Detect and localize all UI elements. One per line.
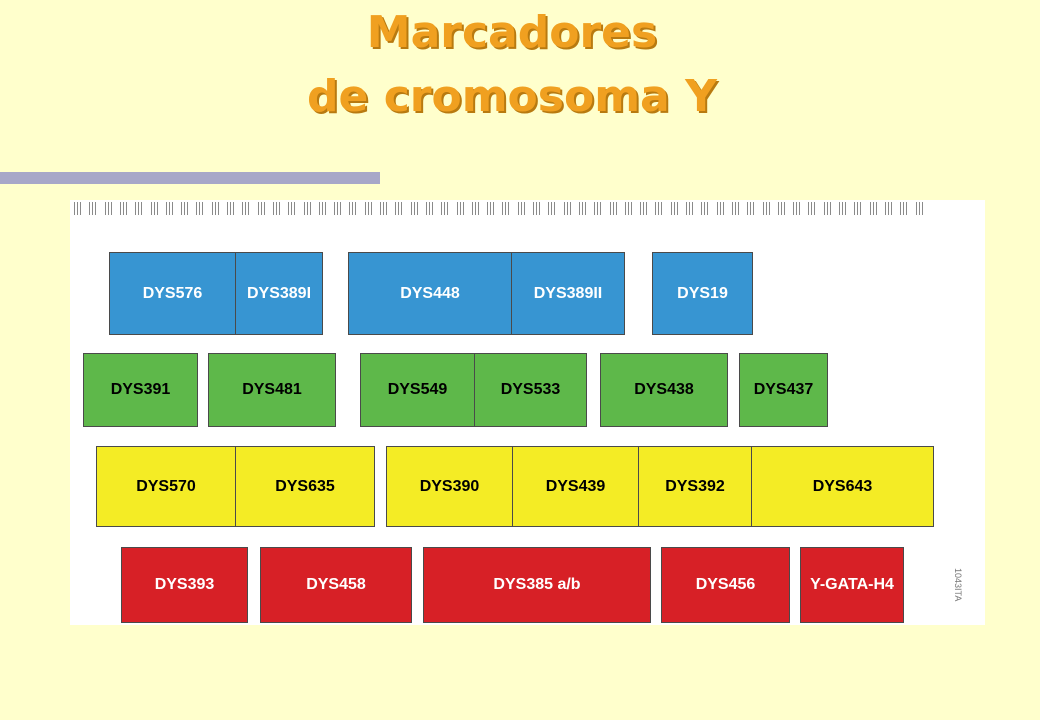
ruler-tick bbox=[823, 202, 832, 215]
figure-code: 1043ITA bbox=[953, 568, 963, 602]
ruler-tick bbox=[884, 202, 893, 215]
ruler-tick bbox=[196, 202, 205, 215]
ruler-tick bbox=[578, 202, 587, 215]
ruler-tick bbox=[609, 202, 618, 215]
marker-dys576: DYS576 bbox=[109, 252, 236, 335]
marker-dys549: DYS549 bbox=[360, 353, 475, 427]
ruler-tick bbox=[211, 202, 220, 215]
marker-dys570: DYS570 bbox=[96, 446, 236, 527]
ruler-tick bbox=[395, 202, 404, 215]
marker-dys439: DYS439 bbox=[512, 446, 639, 527]
marker-dys448: DYS448 bbox=[348, 252, 512, 335]
ruler-tick bbox=[441, 202, 450, 215]
marker-dys643: DYS643 bbox=[751, 446, 934, 527]
ruler-tick bbox=[533, 202, 541, 215]
ruler-tick bbox=[548, 202, 557, 215]
ruler-tick bbox=[701, 202, 710, 215]
marker-dys391: DYS391 bbox=[83, 353, 198, 427]
marker-dys393: DYS393 bbox=[121, 547, 248, 623]
ruler-tick bbox=[288, 202, 297, 215]
ruler-tick bbox=[869, 202, 878, 215]
ruler-tick bbox=[425, 202, 434, 215]
ruler-tick bbox=[900, 202, 909, 215]
ruler-tick bbox=[686, 202, 694, 215]
ruler-tick bbox=[257, 202, 266, 215]
ruler-tick bbox=[227, 202, 235, 215]
ruler-tick bbox=[89, 202, 98, 215]
marker-dys438: DYS438 bbox=[600, 353, 728, 427]
ruler-tick bbox=[777, 202, 786, 215]
marker-y-gata-h4: Y-GATA-H4 bbox=[800, 547, 904, 623]
ruler-tick bbox=[762, 202, 771, 215]
marker-dys392: DYS392 bbox=[638, 446, 752, 527]
ruler-tick bbox=[793, 202, 802, 215]
ruler-tick bbox=[716, 202, 725, 215]
ruler-tick bbox=[839, 202, 847, 215]
ruler-tick bbox=[334, 202, 343, 215]
marker-dys458: DYS458 bbox=[260, 547, 412, 623]
ruler-tick bbox=[471, 202, 480, 215]
ruler-tick bbox=[747, 202, 756, 215]
ruler-tick bbox=[272, 202, 281, 215]
ruler-tick bbox=[242, 202, 251, 215]
ruler-tick bbox=[303, 202, 312, 215]
marker-dys19: DYS19 bbox=[652, 252, 753, 335]
ruler-tick bbox=[380, 202, 388, 215]
ruler-tick bbox=[655, 202, 664, 215]
ruler-tick bbox=[74, 202, 82, 215]
ruler-tick bbox=[563, 202, 572, 215]
ruler-tick bbox=[135, 202, 144, 215]
ruler-tick bbox=[104, 202, 113, 215]
title-accent-bar bbox=[0, 172, 380, 184]
ruler-tick bbox=[165, 202, 174, 215]
ruler-tick bbox=[854, 202, 863, 215]
marker-dys456: DYS456 bbox=[661, 547, 790, 623]
size-ruler bbox=[70, 200, 928, 218]
ruler-tick bbox=[731, 202, 740, 215]
marker-dys437: DYS437 bbox=[739, 353, 828, 427]
ruler-tick bbox=[670, 202, 679, 215]
ruler-tick bbox=[808, 202, 817, 215]
ruler-tick bbox=[624, 202, 633, 215]
ruler-tick bbox=[181, 202, 190, 215]
ruler-tick bbox=[410, 202, 419, 215]
ruler-tick bbox=[517, 202, 526, 215]
marker-dys389i: DYS389I bbox=[235, 252, 323, 335]
marker-dys390: DYS390 bbox=[386, 446, 513, 527]
ruler-tick bbox=[349, 202, 358, 215]
marker-dys533: DYS533 bbox=[474, 353, 587, 427]
ruler-tick bbox=[487, 202, 496, 215]
ruler-tick bbox=[119, 202, 128, 215]
marker-dys481: DYS481 bbox=[208, 353, 336, 427]
ruler-tick bbox=[364, 202, 373, 215]
ruler-tick bbox=[456, 202, 465, 215]
ruler-tick bbox=[502, 202, 511, 215]
ruler-tick bbox=[594, 202, 603, 215]
marker-dys389ii: DYS389II bbox=[511, 252, 625, 335]
slide-title-line-2: de cromosoma Y bbox=[307, 71, 717, 122]
ruler-tick bbox=[915, 202, 924, 215]
marker-dys635: DYS635 bbox=[235, 446, 375, 527]
ruler-tick bbox=[318, 202, 327, 215]
slide-title-line-1: Marcadores bbox=[366, 7, 658, 58]
ruler-tick bbox=[150, 202, 159, 215]
ruler-tick bbox=[640, 202, 649, 215]
marker-dys385-a-b: DYS385 a/b bbox=[423, 547, 651, 623]
